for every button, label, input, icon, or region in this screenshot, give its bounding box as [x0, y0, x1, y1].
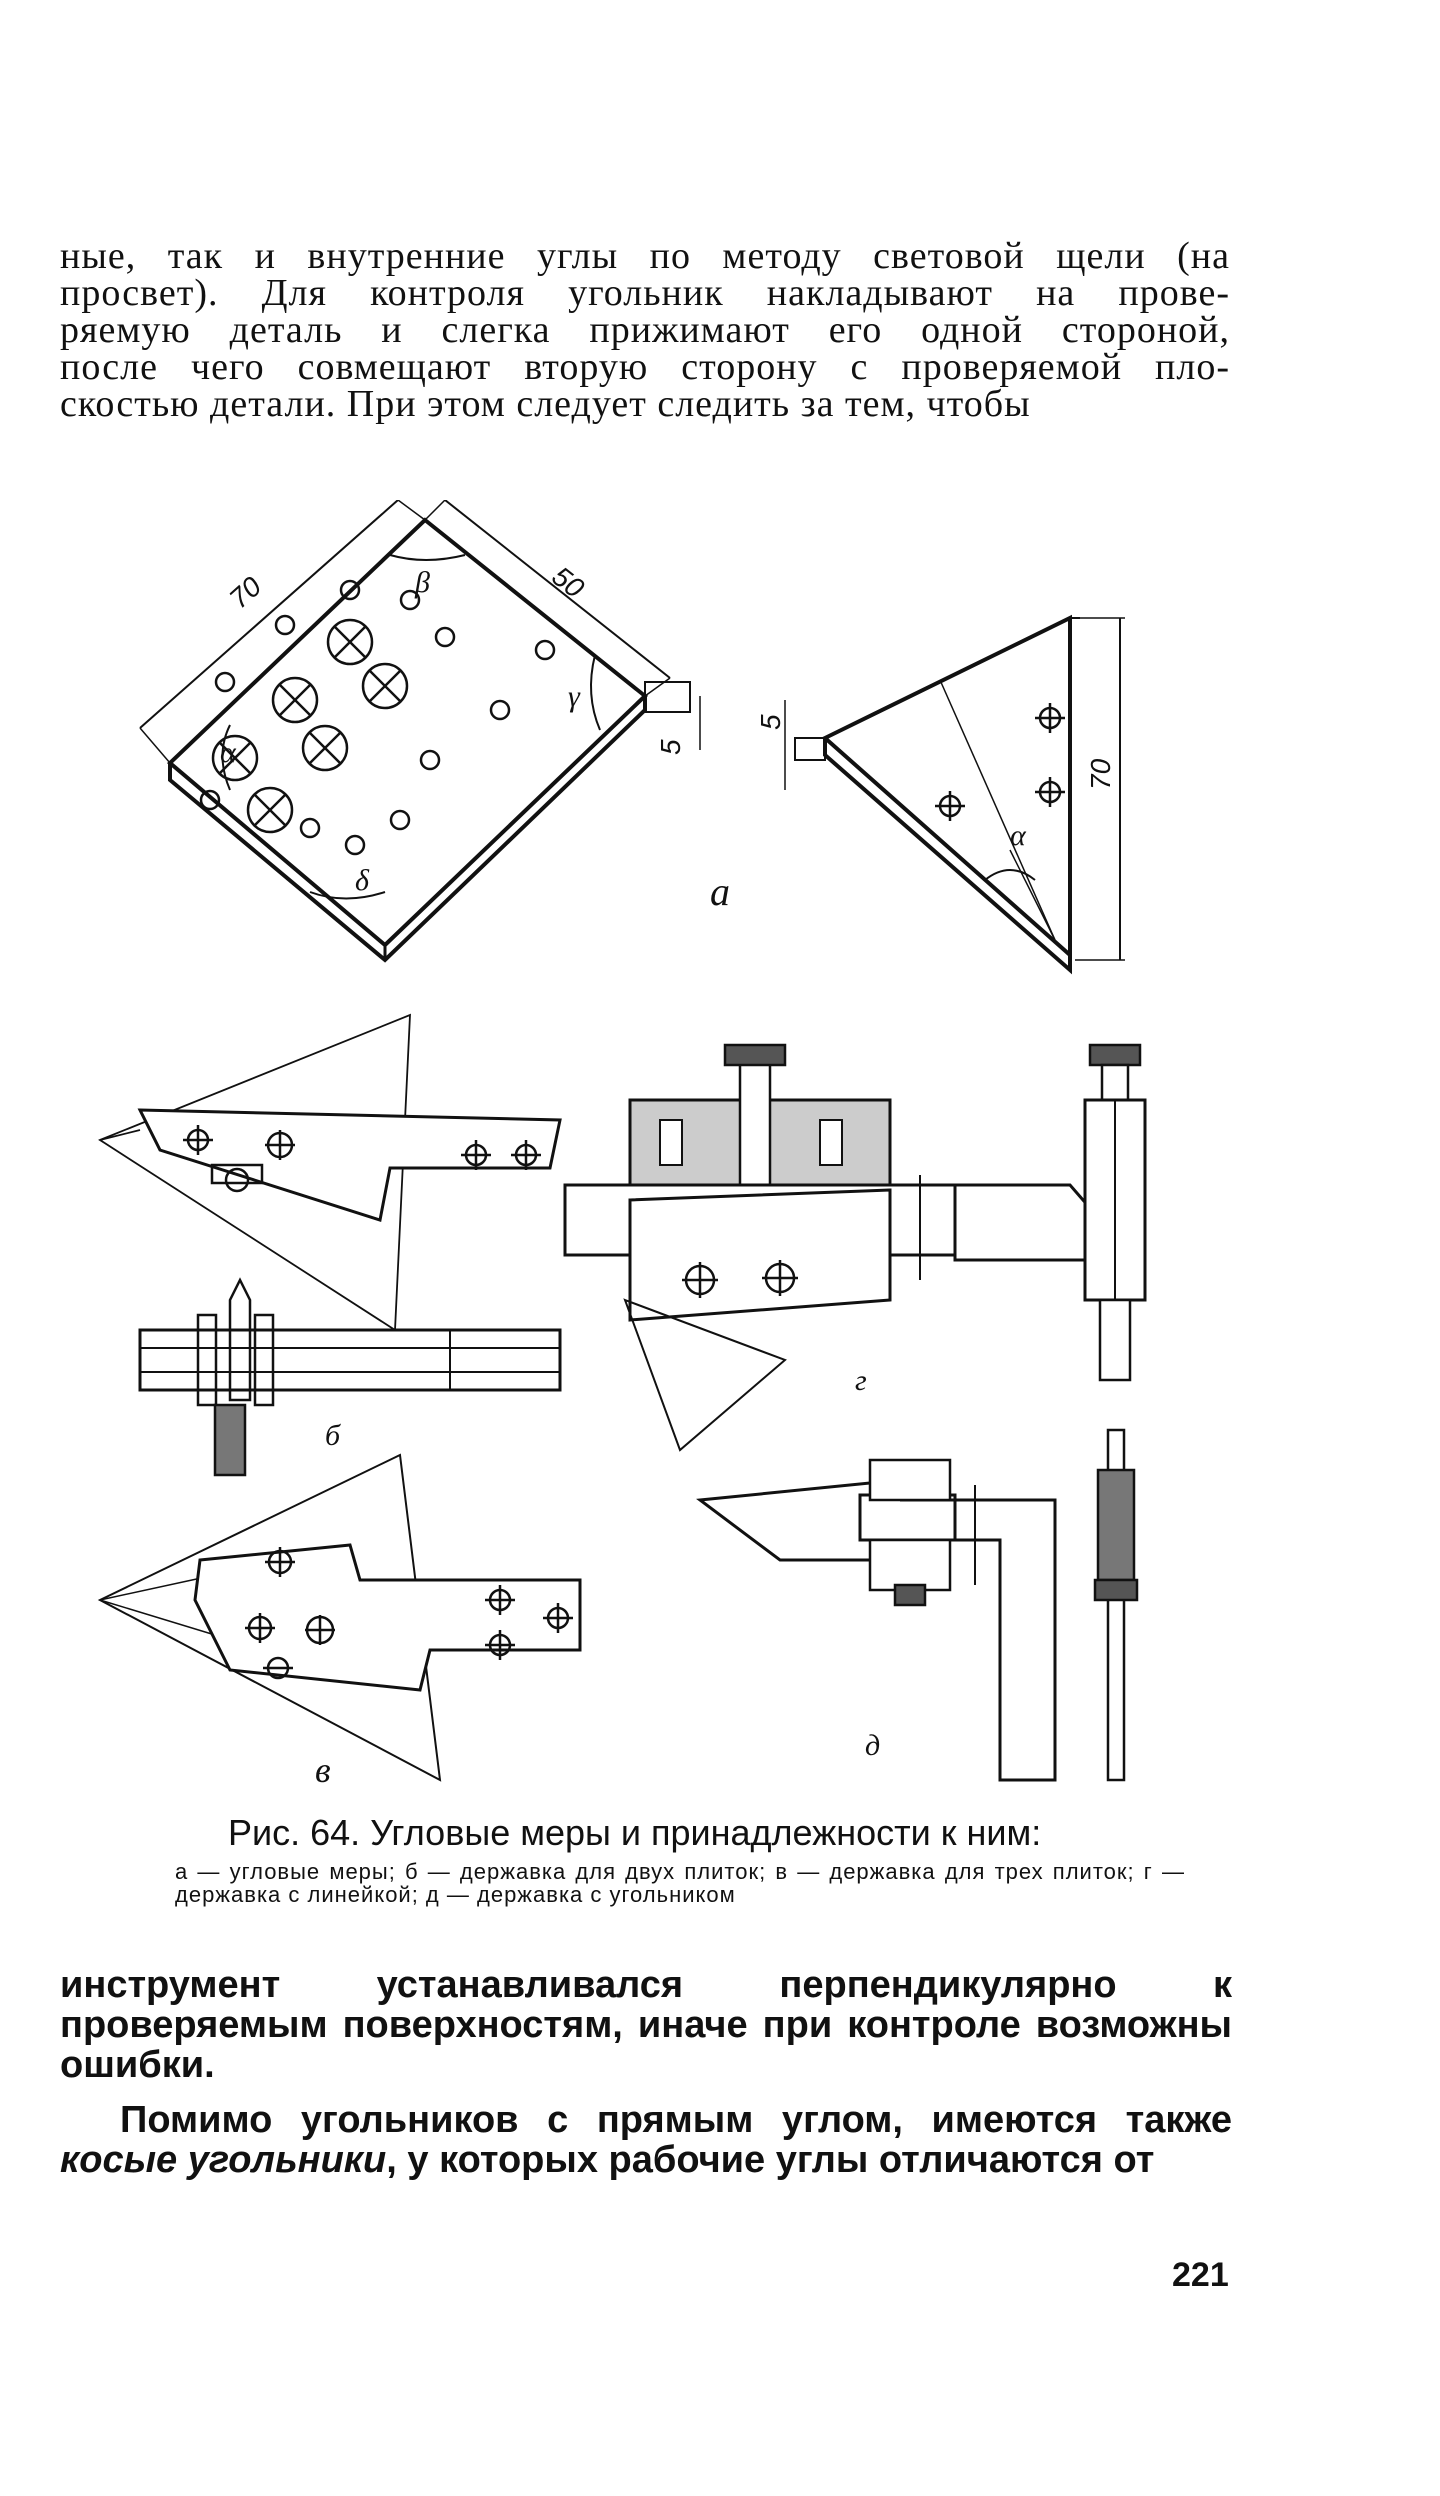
label-g: г [855, 1364, 867, 1397]
text-line: ные, так и внутренние углы по методу све… [60, 235, 1230, 277]
angle-gamma-label: γ [568, 680, 581, 713]
holder-with-ruler-side [1083, 1043, 1147, 1382]
text-line: ряемую деталь и слегка прижимают его одн… [60, 309, 1230, 351]
bottom-paragraph-1-block: инструмент устанавливался перпендикулярн… [60, 1965, 1232, 2085]
text-line: скостью детали. При этом следует следить… [60, 383, 1031, 425]
holder-with-ruler [563, 1043, 1139, 1452]
text-line: просвет). Для контроля угольник накладыв… [60, 272, 1230, 314]
dimension-50: 50 [546, 560, 590, 604]
two-tile-holder-side [138, 1277, 562, 1477]
dimension-70-right: 70 [1085, 758, 1116, 790]
term-oblique-squares: косые угольники [60, 2139, 387, 2181]
page-number: 221 [1172, 2256, 1229, 2294]
holder-with-square-side [1093, 1428, 1139, 1782]
text-line: после чего совмещают вторую сторону с пр… [60, 346, 1230, 388]
angle-gauge-triangle [784, 614, 1125, 975]
dimension-5-left: 5 [655, 739, 686, 755]
label-b: б [325, 1419, 341, 1452]
three-tile-holder [97, 1453, 582, 1782]
angle-alpha-label: α [220, 736, 237, 769]
figure-caption-title: Рис. 64. Угловые меры и принадлежности к… [228, 1812, 1042, 1853]
figure-caption-legend: а — угловые меры; б — державка для двух … [175, 1859, 1185, 1907]
holder-with-square [696, 1458, 1057, 1782]
angle-alpha-right-label: α [1010, 819, 1027, 852]
bottom-paragraph-2-block: Помимо угольников с прямым углом, имеютс… [60, 2100, 1232, 2180]
dimension-5-right: 5 [755, 714, 786, 730]
bottom-paragraph-1: инструмент устанавливался перпендикулярн… [60, 1964, 1232, 2086]
angle-gauge-square [139, 500, 701, 963]
bottom-paragraph-2: Помимо угольников с прямым углом, имеютс… [60, 2100, 1232, 2180]
bottom-paragraph-2-suffix: , у которых рабочие углы отличаются от [386, 2139, 1155, 2181]
top-paragraph: ные, так и внутренние углы по методу све… [60, 235, 1230, 425]
two-tile-holder-top [98, 1013, 562, 1332]
dimension-70-left: 70 [223, 570, 267, 614]
label-v: в [315, 1750, 331, 1790]
angle-delta-label: δ [355, 864, 370, 897]
figure-64: 70 50 5 5 70 α β γ δ α а б в г д [97, 500, 1147, 1790]
label-d: д [865, 1729, 880, 1762]
angle-beta-label: β [414, 566, 430, 599]
label-a: а [710, 869, 730, 914]
bottom-paragraph-2-prefix: Помимо угольников с прямым углом, имеютс… [120, 2099, 1232, 2141]
